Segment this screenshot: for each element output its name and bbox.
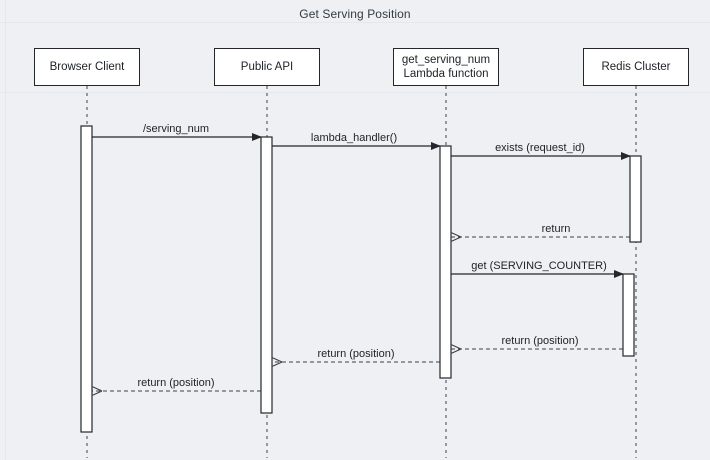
activation-public-api[interactable] [260, 136, 273, 414]
actor-label: Lambda function [403, 68, 489, 80]
actor-label: get_serving_num [401, 54, 491, 66]
msg-return-position-api-label: return (position) [314, 348, 398, 360]
activation-redis-2[interactable] [622, 273, 635, 357]
msg-lambda-handler-label: lambda_handler() [307, 132, 401, 144]
msg-get-serving-counter-label: get (SERVING_COUNTER) [468, 260, 610, 272]
actor-box-public-api[interactable]: Public API [214, 48, 320, 86]
canvas-grid-line [0, 22, 710, 23]
actor-label: Public API [240, 61, 294, 73]
canvas-grid-line [0, 92, 710, 93]
msg-return-exists-label: return [538, 223, 574, 235]
message-arrows-group [92, 133, 631, 391]
msg-exists-request-id-label: exists (request_id) [492, 142, 588, 154]
activation-bars-group [80, 125, 642, 433]
actor-box-browser-client[interactable]: Browser Client [34, 48, 140, 86]
msg-return-position-redis-label: return (position) [498, 335, 582, 347]
actor-label: Browser Client [49, 61, 125, 73]
msg-serving-num-label: /serving_num [139, 123, 213, 135]
activation-lambda[interactable] [439, 145, 452, 379]
actor-box-redis-cluster[interactable]: Redis Cluster [583, 48, 689, 86]
actor-label: Redis Cluster [601, 61, 671, 73]
page-title: Get Serving Position [299, 7, 411, 21]
activation-browser-client[interactable] [80, 125, 93, 433]
msg-return-position-client-label: return (position) [134, 377, 218, 389]
activation-redis-1[interactable] [629, 155, 642, 243]
canvas-grid-line [5, 0, 6, 460]
